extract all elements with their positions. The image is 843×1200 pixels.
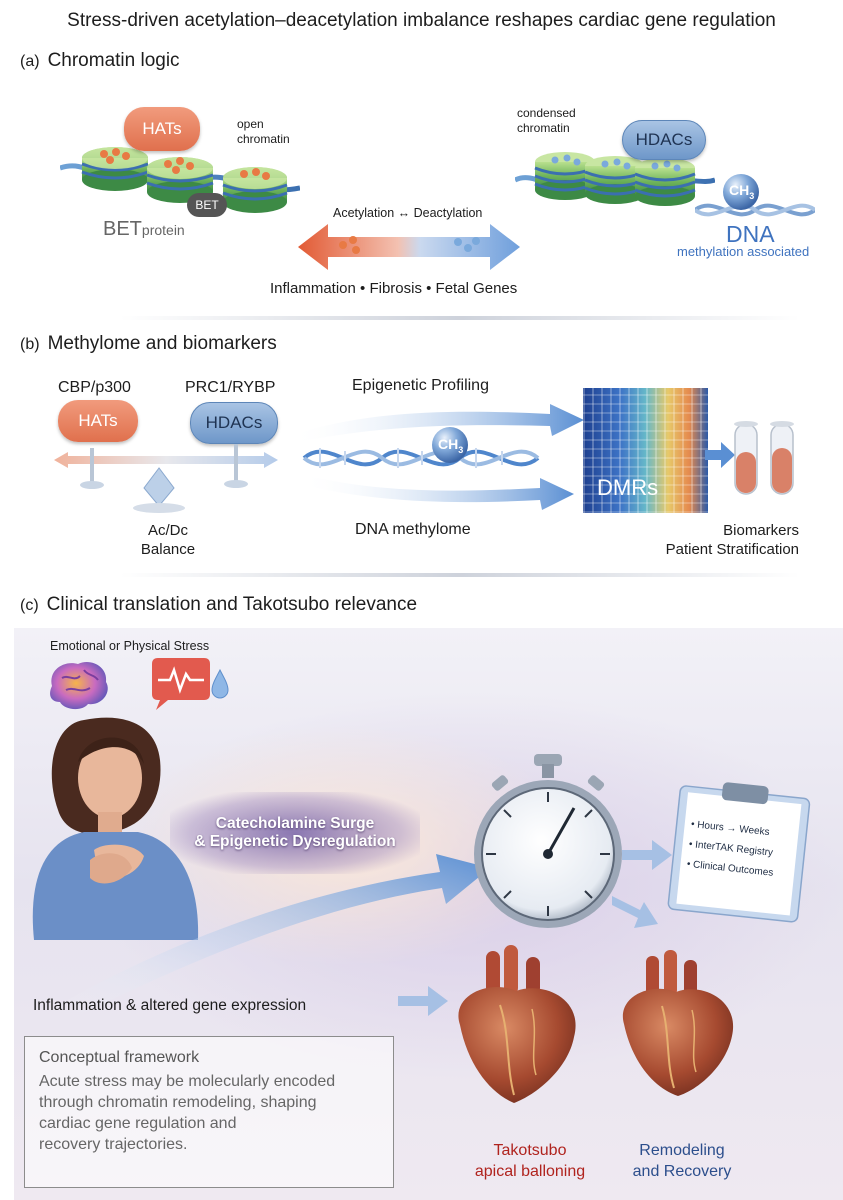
bet-label-sub: protein [141, 222, 185, 238]
cbp-label: CBP/p300 [58, 379, 131, 396]
figure-title: Stress-driven acetylation–deacetylation … [67, 10, 776, 31]
remodeling-label: Remodeling and Recovery [612, 1140, 752, 1182]
ch3-dna-illustration [695, 174, 815, 217]
framework-line-3: cardiac gene regulation and [39, 1115, 237, 1132]
balance-line-1: Ac/Dc [147, 522, 188, 539]
conceptual-framework-box: Conceptual framework Acute stress may be… [24, 1036, 394, 1188]
framework-line-4: recovery trajectories. [39, 1136, 188, 1153]
biomarkers-line-1: Biomarkers [723, 522, 799, 539]
condensed-line-1: condensed [517, 106, 576, 120]
ch3-label-b: CH3 [438, 436, 463, 455]
acetylation-arrow-label: Acetylation ↔ Deactylation [333, 206, 483, 220]
stopwatch-icon [474, 754, 622, 928]
framework-body: Acute stress may be molecularly encoded … [39, 1071, 379, 1155]
condensed-chromatin-illustration [515, 152, 715, 206]
takotsubo-line-1: Takotsubo [493, 1142, 567, 1159]
takotsubo-line-2: apical balloning [474, 1163, 586, 1180]
framework-title: Conceptual framework [39, 1049, 200, 1066]
heartbeat-bubble-icon [152, 658, 229, 710]
panel-a-title: Chromatin logic [47, 50, 180, 71]
panel-b-title: Methylome and biomarkers [47, 333, 277, 354]
stressed-woman-illustration [32, 717, 199, 940]
to-heart-arrow [398, 986, 448, 1016]
open-chromatin-line-1: open [237, 117, 264, 131]
dmr-heatmap [583, 388, 708, 513]
methylome-arrows-illustration [290, 404, 584, 510]
acetylation-double-arrow [298, 224, 520, 270]
panel-b-heading: (b) Methylome and biomarkers [20, 333, 277, 355]
panel-b-tag: (b) [20, 336, 40, 353]
test-tubes-icon [734, 421, 794, 495]
dmr-to-tube-arrow [705, 442, 735, 468]
ch3-b-main: CH [438, 436, 459, 452]
nucleosome-1 [81, 147, 149, 191]
panel-c-title: Clinical translation and Takotsubo relev… [46, 594, 418, 615]
bet-badge: BET [187, 193, 227, 217]
condensed-line-2: chromatin [517, 121, 570, 135]
takotsubo-heart-illustration [458, 945, 576, 1103]
open-chromatin-line-2: chromatin [237, 132, 290, 146]
clipboard-list: • Hours → Weeks • InterTAK Registry • Cl… [686, 815, 779, 884]
takotsubo-label: Takotsubo apical balloning [460, 1140, 600, 1182]
inflammation-label: Inflammation & altered gene expression [33, 997, 307, 1014]
biomarkers-label: Biomarkers Patient Stratification [640, 521, 799, 559]
bet-label-main: BET [103, 218, 142, 240]
brain-icon [50, 662, 108, 710]
open-chromatin-illustration [60, 147, 300, 213]
stress-label: Emotional or Physical Stress [50, 639, 210, 653]
recovery-heart-illustration [622, 950, 734, 1096]
nucleosome-2 [146, 157, 214, 203]
hats-pill-a: HATs [124, 107, 200, 151]
balance-label: Ac/Dc Balance [138, 521, 198, 559]
ch3-a-sub: 3 [749, 190, 755, 201]
bet-protein-label: BETprotein [103, 218, 185, 241]
framework-line-1: Acute stress may be molecularly encoded [39, 1073, 336, 1090]
stress-flow-arrow [50, 854, 490, 1020]
panel-c-tag: (c) [20, 597, 39, 614]
surge-line-1: Catecholamine Surge [215, 815, 375, 832]
balance-line-2: Balance [140, 541, 196, 558]
panel-a-heading: (a) Chromatin logic [20, 50, 180, 72]
to-clipboard-arrow [622, 840, 672, 870]
ch3-b-sub: 3 [458, 444, 464, 455]
catecholamine-surge-banner: Catecholamine Surge & Epigenetic Dysregu… [170, 792, 420, 874]
surge-line-2: & Epigenetic Dysregulation [194, 833, 396, 850]
balance-scale-illustration [54, 444, 278, 513]
remodeling-line-2: and Recovery [632, 1163, 732, 1180]
methylome-label: DNA methylome [355, 521, 471, 538]
hdacs-pill-a: HDACs [622, 120, 706, 160]
panel-c-heading: (c) Clinical translation and Takotsubo re… [20, 594, 417, 616]
outcomes-label: Inflammation • Fibrosis • Fetal Genes [270, 280, 518, 297]
nucleosome-3 [222, 167, 288, 213]
panel-a-tag: (a) [20, 53, 40, 70]
biomarkers-line-2: Patient Stratification [665, 541, 799, 558]
condensed-chromatin-label: condensed chromatin [517, 106, 576, 136]
hdacs-pill-b: HDACs [190, 402, 278, 444]
ch3-a-main: CH [729, 182, 750, 198]
profiling-label: Epigenetic Profiling [352, 377, 489, 394]
methylation-label: methylation associated [677, 244, 810, 259]
framework-line-2: through chromatin remodeling, shaping [39, 1094, 317, 1111]
clipboard-icon [667, 782, 811, 923]
to-recovery-arrow [612, 896, 658, 928]
prc-label: PRC1/RYBP [185, 379, 276, 396]
open-chromatin-label: open chromatin [237, 117, 290, 147]
dna-label: DNA [726, 221, 775, 247]
hats-pill-b: HATs [58, 400, 138, 442]
ch3-label-a: CH3 [729, 182, 754, 201]
dmrs-label: DMRs [597, 475, 659, 500]
divider-b [120, 573, 800, 577]
divider-a [120, 316, 800, 320]
remodeling-line-1: Remodeling [639, 1142, 725, 1159]
